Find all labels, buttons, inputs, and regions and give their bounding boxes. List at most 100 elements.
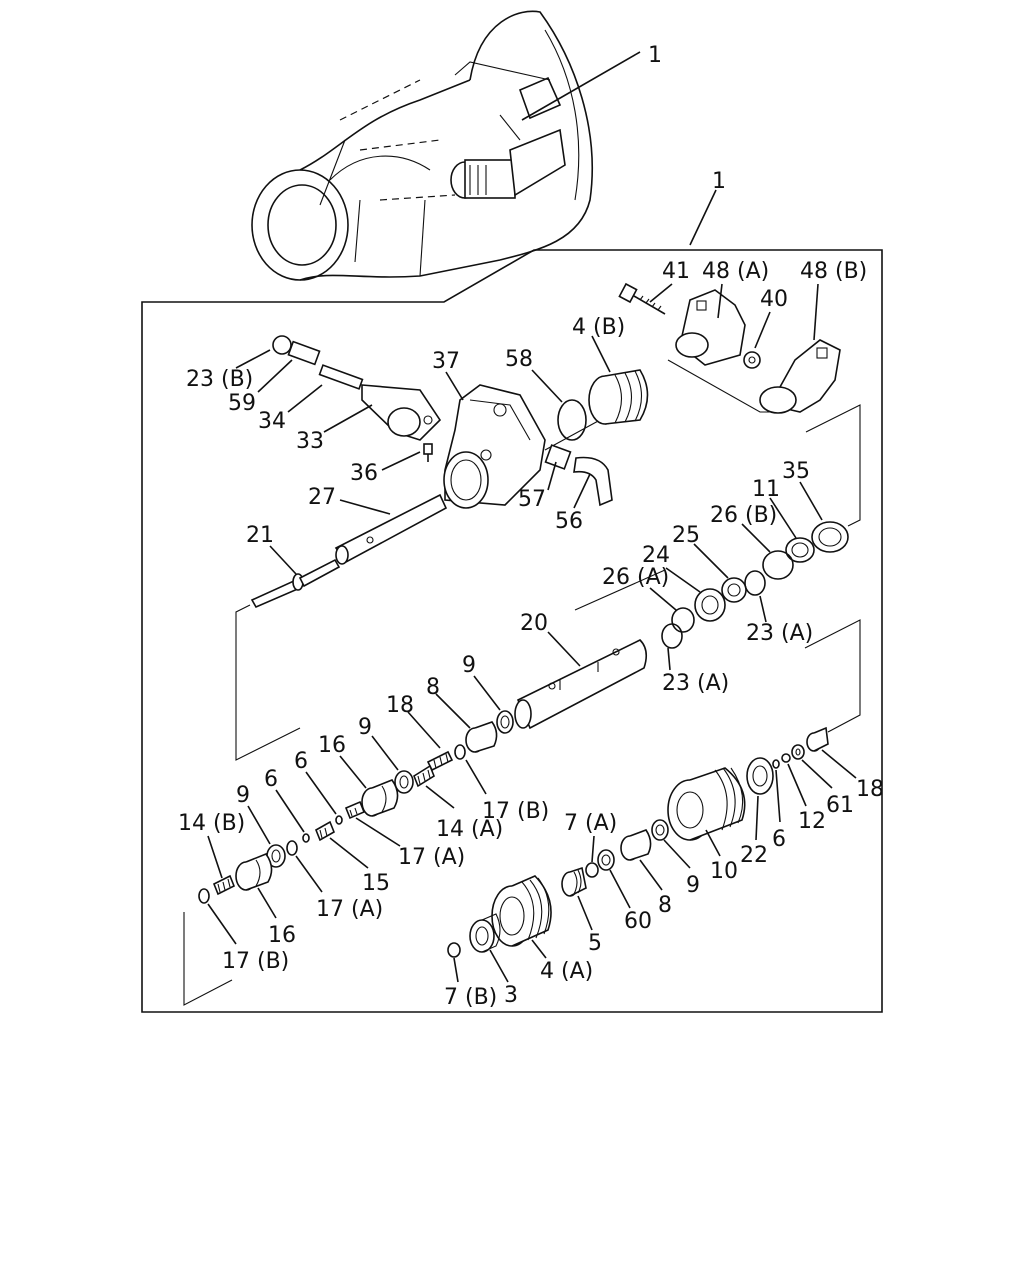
part-4a-spring xyxy=(491,875,552,947)
part-48b-bracket xyxy=(759,339,841,414)
label-33: 33 xyxy=(296,429,324,454)
part-56-hose xyxy=(573,456,613,507)
label-26b: 26 (B) xyxy=(710,503,777,528)
label-9-d: 9 xyxy=(686,873,700,898)
label-18-a: 18 xyxy=(386,693,414,718)
label-4b: 4 (B) xyxy=(572,315,625,340)
part-21-rod xyxy=(250,558,341,609)
label-60: 60 xyxy=(624,909,652,934)
part-35-seal xyxy=(811,521,849,553)
label-9-a: 9 xyxy=(462,653,476,678)
part-36-screw xyxy=(423,443,433,462)
part-58-snap-ring xyxy=(557,399,587,441)
label-17a-b: 17 (A) xyxy=(316,897,383,922)
part-27-pushrod xyxy=(334,493,448,565)
label-40: 40 xyxy=(760,287,788,312)
part-16-sleeve-a xyxy=(361,779,399,817)
label-48a: 48 (A) xyxy=(702,259,769,284)
part-4b-spring xyxy=(588,369,649,425)
part-25-washer xyxy=(721,577,747,603)
label-23a-lower: 23 (A) xyxy=(662,671,729,696)
part-9-washer-a xyxy=(496,710,514,734)
part-23b-clip xyxy=(272,335,292,355)
label-36: 36 xyxy=(350,461,378,486)
part-9-washer-d xyxy=(651,819,669,841)
part-33-lever xyxy=(361,384,442,441)
part-15-spring xyxy=(314,820,336,842)
part-41-bolt xyxy=(618,282,666,315)
label-5: 5 xyxy=(588,931,602,956)
part-48a-bracket xyxy=(675,289,746,366)
label-21: 21 xyxy=(246,523,274,548)
part-5-spring xyxy=(561,866,587,897)
part-34-pin xyxy=(318,364,364,390)
part-6-pin-b xyxy=(302,833,310,843)
label-7a: 7 (A) xyxy=(564,811,617,836)
label-37: 37 xyxy=(432,349,460,374)
part-17b-oring-a xyxy=(454,744,466,760)
label-17b-b: 17 (B) xyxy=(222,949,289,974)
part-6-pin-a xyxy=(335,815,343,825)
label-8-b: 8 xyxy=(658,893,672,918)
label-16-b: 16 xyxy=(268,923,296,948)
label-34: 34 xyxy=(258,409,286,434)
part-40-nut xyxy=(743,351,761,369)
label-16-a: 16 xyxy=(318,733,346,758)
label-3: 3 xyxy=(504,983,518,1008)
part-3-nut xyxy=(469,913,501,953)
part-59-bushing xyxy=(287,340,321,366)
part-26a-ring xyxy=(671,607,695,633)
part-23a-snap-ring-lower xyxy=(661,623,683,649)
label-56: 56 xyxy=(555,509,583,534)
label-58: 58 xyxy=(505,347,533,372)
label-25: 25 xyxy=(672,523,700,548)
part-20-piston xyxy=(514,639,648,730)
label-15: 15 xyxy=(362,871,390,896)
part-22-seal xyxy=(746,757,774,795)
part-11-washer xyxy=(785,537,815,563)
part-14a-spring xyxy=(413,764,435,788)
part-8-sleeve-a xyxy=(465,721,498,753)
part-7b-seal xyxy=(447,942,461,958)
label-17b-a: 17 (B) xyxy=(482,799,549,824)
label-35: 35 xyxy=(782,459,810,484)
label-6-b: 6 xyxy=(264,767,278,792)
leader-1-top xyxy=(521,51,641,121)
label-27: 27 xyxy=(308,485,336,510)
label-23a-upper: 23 (A) xyxy=(746,621,813,646)
part-18-fitting-b xyxy=(806,726,829,752)
label-22: 22 xyxy=(740,843,768,868)
part-8-sleeve-b xyxy=(620,829,652,861)
label-14a: 14 (A) xyxy=(436,817,503,842)
label-7b: 7 (B) xyxy=(444,985,497,1010)
part-37-cylinder-body xyxy=(443,384,546,509)
part-10-housing xyxy=(667,767,746,841)
label-1-top: 1 xyxy=(648,43,662,68)
label-1-box: 1 xyxy=(712,169,726,194)
label-9-b: 9 xyxy=(358,715,372,740)
label-14b: 14 (B) xyxy=(178,811,245,836)
part-60-washer xyxy=(597,849,615,871)
label-6-c: 6 xyxy=(772,827,786,852)
label-18-b: 18 xyxy=(856,777,884,802)
exploded-view-frame xyxy=(141,249,883,1013)
assembly-axis-lines xyxy=(183,359,861,1006)
part-57-fitting xyxy=(544,444,572,470)
label-17a-a: 17 (A) xyxy=(398,845,465,870)
part-16-sleeve-b xyxy=(235,853,273,891)
part-12-ball xyxy=(781,753,791,763)
label-4a: 4 (A) xyxy=(540,959,593,984)
label-48b: 48 (B) xyxy=(800,259,867,284)
label-23b: 23 (B) xyxy=(186,367,253,392)
part-17b-oring-b xyxy=(198,888,210,904)
label-9-c: 9 xyxy=(236,783,250,808)
part-7a-seal xyxy=(585,862,599,878)
leader-1-box xyxy=(689,189,717,246)
label-57: 57 xyxy=(518,487,546,512)
part-9-washer-b xyxy=(394,770,414,794)
label-11: 11 xyxy=(752,477,780,502)
label-26a: 26 (A) xyxy=(602,565,669,590)
label-61: 61 xyxy=(826,793,854,818)
part-17a-oring-b xyxy=(286,840,298,856)
label-10: 10 xyxy=(710,859,738,884)
